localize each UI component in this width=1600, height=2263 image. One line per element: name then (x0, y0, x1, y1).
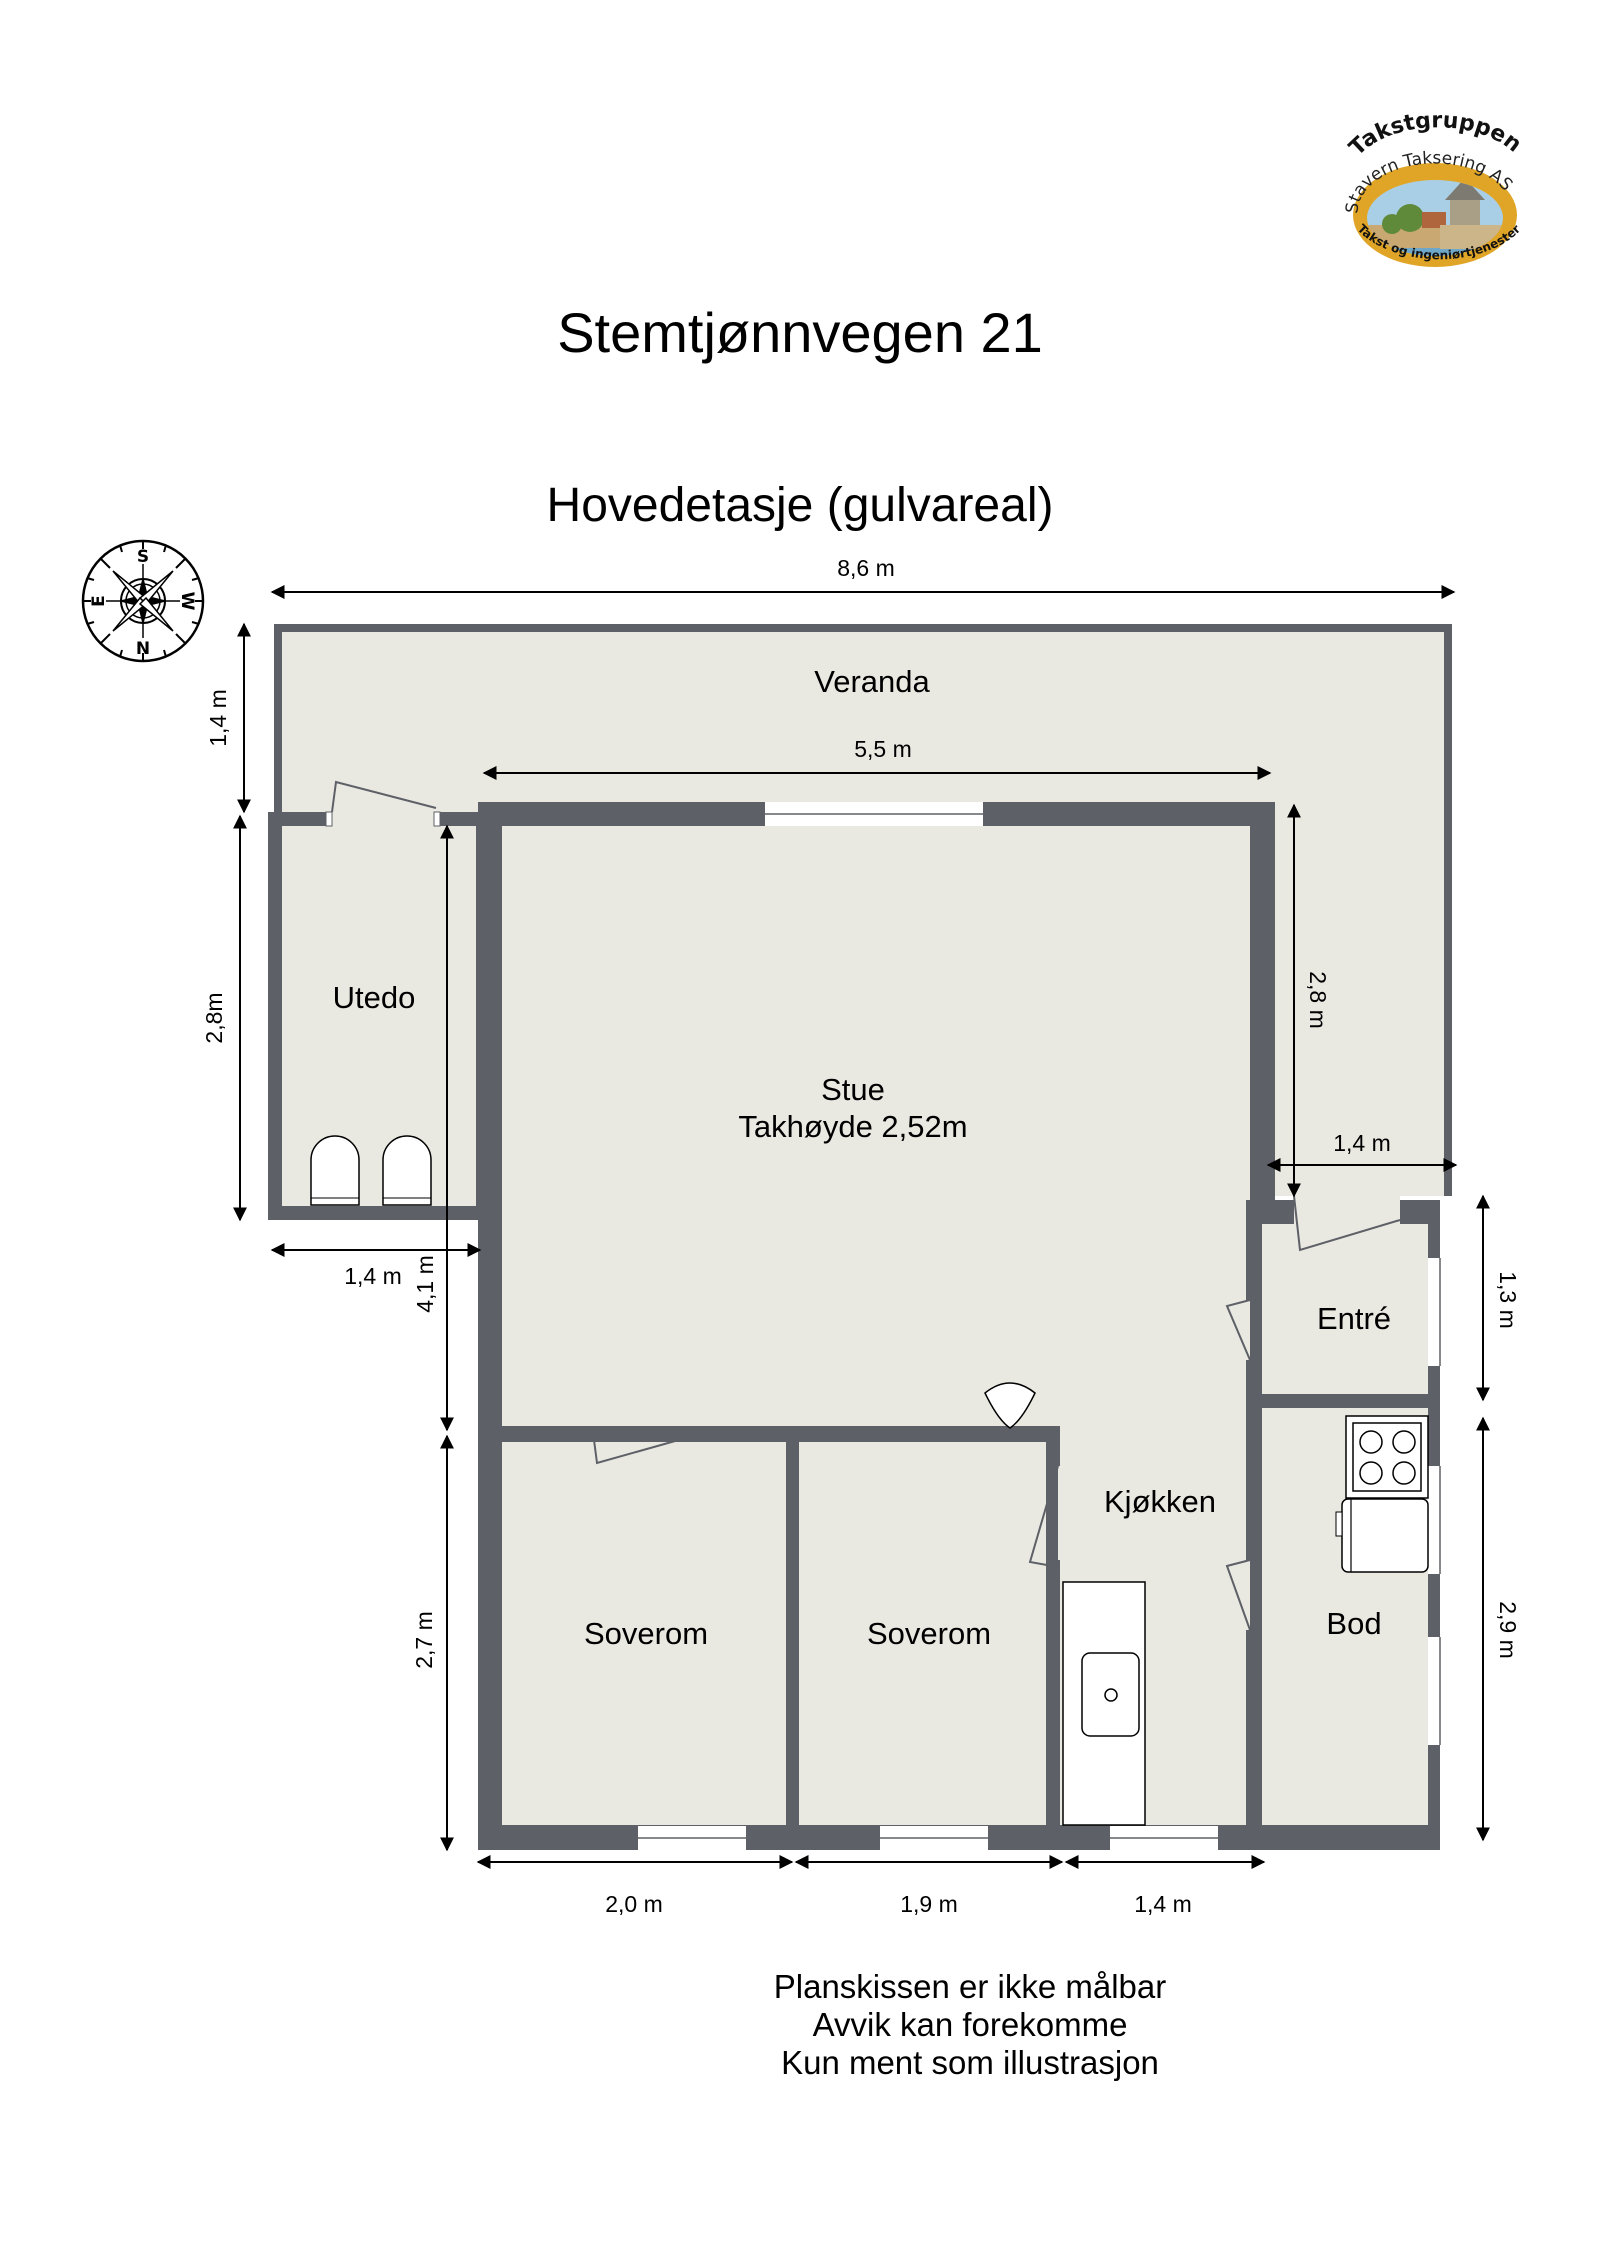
dim-soverom-height: 2,7 m (411, 1611, 437, 1669)
door-swing (1225, 1299, 1251, 1361)
door-swing (1028, 1465, 1059, 1568)
dim-veranda-side-height: 2,8 m (1305, 971, 1331, 1029)
dim-bottom-3: 1,4 m (1134, 1891, 1192, 1917)
window (1428, 1466, 1452, 1574)
dim-bod-height: 2,9 m (1495, 1601, 1521, 1659)
main-house (478, 802, 1440, 1850)
page-title: Stemtjønnvegen 21 (557, 301, 1043, 364)
dim-bottom-2: 1,9 m (900, 1891, 958, 1917)
door-swing (593, 1433, 701, 1465)
soverom-2-room (799, 1442, 1046, 1825)
disclaimer: Planskissen er ikke målbar Avvik kan for… (0, 1968, 1600, 2082)
appliance-icon (1335, 1498, 1429, 1573)
toilet-icon (310, 1135, 360, 1206)
room-label-soverom-1: Soverom (584, 1616, 708, 1651)
floor-title: Hovedetasje (gulvareal) (546, 479, 1054, 532)
compass-label-w: W (177, 592, 197, 611)
dim-bottom-1: 2,0 m (605, 1891, 663, 1917)
lamp-icon (984, 1382, 1036, 1429)
window (880, 1826, 988, 1850)
window (765, 802, 983, 826)
dim-stue-width: 5,5 m (854, 736, 912, 762)
disclaimer-line: Avvik kan forekomme (812, 2006, 1128, 2043)
soverom-1-room (502, 1442, 786, 1825)
dim-veranda-side-width: 1,4 m (1333, 1130, 1391, 1156)
toilet-icon (382, 1135, 432, 1206)
disclaimer-line: Kun ment som illustrasjon (781, 2044, 1159, 2081)
dim-veranda-depth: 1,4 m (205, 689, 231, 747)
room-label-kjokken: Kjøkken (1104, 1484, 1216, 1519)
entre-room (1262, 1224, 1428, 1394)
disclaimer-line: Planskissen er ikke målbar (773, 1968, 1167, 2005)
dim-utedo-width: 1,4 m (344, 1263, 402, 1289)
compass-rose-icon: S N E W (81, 539, 205, 663)
room-label-entre: Entré (1317, 1301, 1391, 1336)
room-label-soverom-2: Soverom (867, 1616, 991, 1651)
door-swing (1225, 1559, 1251, 1631)
window (1110, 1826, 1218, 1850)
compass-label-s: S (137, 547, 149, 567)
dim-stue-height: 4,1 m (412, 1255, 438, 1313)
room-label-utedo: Utedo (333, 980, 416, 1015)
dim-entre-height: 1,3 m (1495, 1271, 1521, 1329)
room-label-veranda: Veranda (814, 664, 930, 699)
dim-total-width: 8,6 m (837, 555, 895, 581)
room-label-bod: Bod (1326, 1606, 1381, 1641)
entry-door (1293, 1195, 1401, 1252)
window (638, 1826, 746, 1850)
window (1428, 1637, 1452, 1745)
window (1428, 1258, 1452, 1366)
compass-label-n: N (136, 639, 150, 659)
dim-utedo-height: 2,8m (201, 992, 227, 1043)
room-sub-stue: Takhøyde 2,52m (738, 1109, 967, 1144)
compass-label-e: E (89, 595, 109, 607)
room-label-stue: Stue (821, 1072, 885, 1107)
kitchen-counter (1062, 1581, 1146, 1826)
company-logo: Takstgruppen Stavern Taksering AS Takst … (1342, 108, 1526, 267)
stove-icon (1345, 1415, 1429, 1499)
